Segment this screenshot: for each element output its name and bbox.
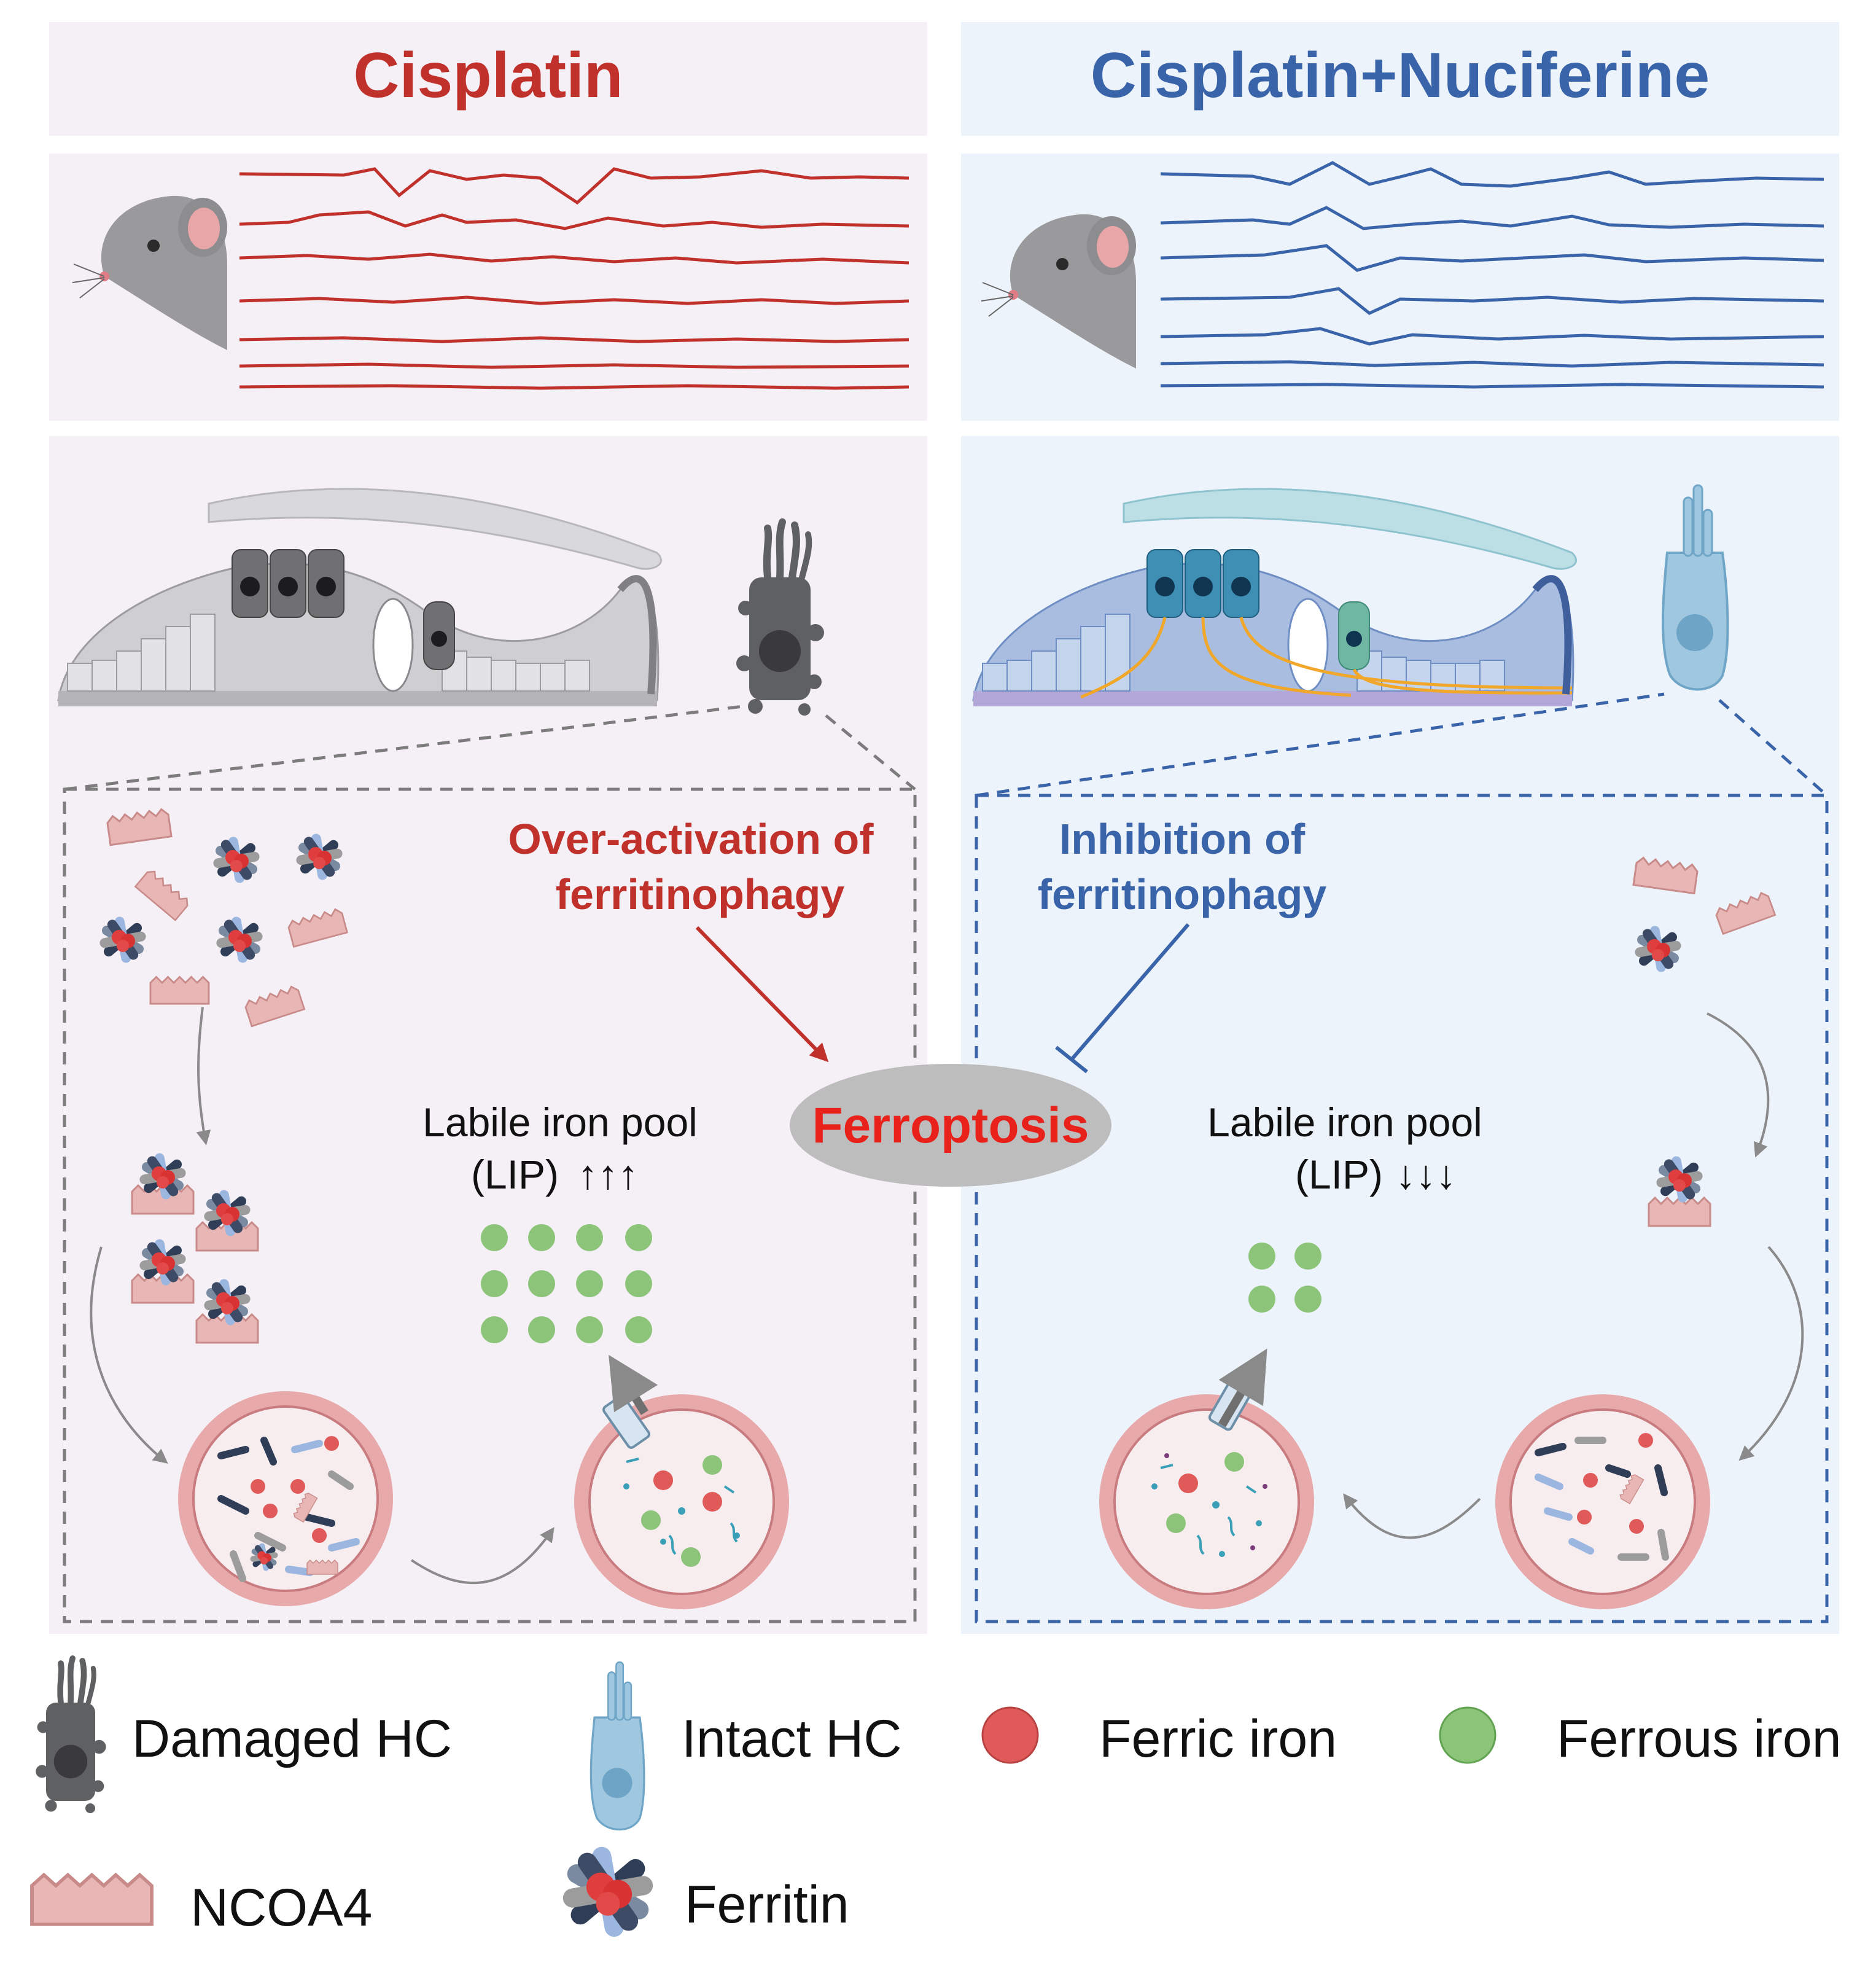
ferritin-icon bbox=[561, 1845, 655, 1938]
right-autolysosome-iron-release bbox=[1099, 1348, 1314, 1609]
damaged-hair-cell-icon bbox=[36, 1658, 106, 1813]
legend-item-ferritin: Ferritin bbox=[561, 1845, 849, 1938]
legend-label: NCOA4 bbox=[190, 1878, 372, 1937]
right-autolysosome-degrading bbox=[1495, 1394, 1710, 1609]
legend-label: Ferritin bbox=[685, 1875, 849, 1934]
legend-item-ferrous-iron: Ferrous iron bbox=[1439, 1706, 1842, 1768]
legend-item-ncoa4: NCOA4 bbox=[32, 1875, 372, 1937]
legend-item-ferric-iron: Ferric iron bbox=[981, 1706, 1337, 1768]
right-arrow-lysosome-to-lysosome bbox=[1343, 1493, 1481, 1539]
ncoa4-icon bbox=[32, 1875, 152, 1925]
left-lip-arrows: ↑↑↑ bbox=[578, 1152, 639, 1197]
legend-label: Damaged HC bbox=[132, 1709, 452, 1768]
left-zoom-box bbox=[63, 705, 917, 1623]
ferric-iron-icon bbox=[981, 1706, 1039, 1764]
left-annotation-line1: Over-activation of bbox=[508, 815, 874, 863]
left-annotation-line2: ferritinophagy bbox=[556, 870, 845, 918]
right-arrow-to-lysosome bbox=[1738, 1246, 1804, 1461]
left-autolysosome-iron-release bbox=[574, 1354, 789, 1609]
ferroptosis-label: Ferroptosis bbox=[812, 1098, 1089, 1154]
right-labile-iron-pool-dots bbox=[1248, 1243, 1321, 1313]
legend-label: Ferric iron bbox=[1099, 1709, 1337, 1768]
right-lip-label-line2: (LIP) bbox=[1295, 1152, 1383, 1197]
intact-hair-cell-icon bbox=[590, 1661, 645, 1831]
right-lip-label-line1: Labile iron pool bbox=[1207, 1099, 1482, 1145]
left-activation-arrow bbox=[695, 926, 829, 1063]
left-title: Cisplatin bbox=[353, 40, 623, 111]
legend-label: Ferrous iron bbox=[1557, 1709, 1842, 1768]
left-labile-iron-pool-dots bbox=[481, 1224, 652, 1343]
right-arrow-binding bbox=[1707, 1012, 1770, 1158]
right-annotation-line1: Inhibition of bbox=[1059, 815, 1306, 863]
right-inhibition-line bbox=[1055, 923, 1190, 1074]
ferrous-iron-icon bbox=[1439, 1706, 1497, 1764]
left-abr-traces bbox=[239, 167, 909, 390]
left-arrow-lysosome-to-lysosome bbox=[410, 1527, 555, 1585]
right-annotation-line2: ferritinophagy bbox=[1038, 870, 1327, 918]
left-organ-of-corti-illustration bbox=[57, 488, 663, 706]
left-arrow-binding bbox=[196, 1007, 211, 1146]
left-lip-label-line1: Labile iron pool bbox=[422, 1099, 698, 1145]
left-autolysosome-degrading bbox=[178, 1391, 393, 1606]
right-title: Cisplatin+Nuciferine bbox=[1091, 40, 1710, 111]
right-organ-of-corti-illustration bbox=[972, 488, 1578, 706]
right-lip-arrows: ↓↓↓ bbox=[1396, 1152, 1457, 1197]
right-zoom-box bbox=[975, 692, 1829, 1623]
right-abr-traces bbox=[1160, 161, 1824, 389]
legend-label: Intact HC bbox=[682, 1709, 901, 1768]
left-title-bar bbox=[49, 22, 927, 136]
left-lip-label-line2: (LIP) bbox=[471, 1152, 559, 1197]
right-title-bar bbox=[961, 22, 1839, 136]
legend-item-intact-hc: Intact HC bbox=[590, 1661, 901, 1831]
ferroptosis-ellipse bbox=[790, 1064, 1111, 1187]
left-arrow-to-lysosome bbox=[90, 1246, 168, 1464]
legend-item-damaged-hc: Damaged HC bbox=[36, 1658, 452, 1813]
legend: Damaged HC Intact HC Ferric iron Ferrous… bbox=[32, 1658, 1842, 1938]
